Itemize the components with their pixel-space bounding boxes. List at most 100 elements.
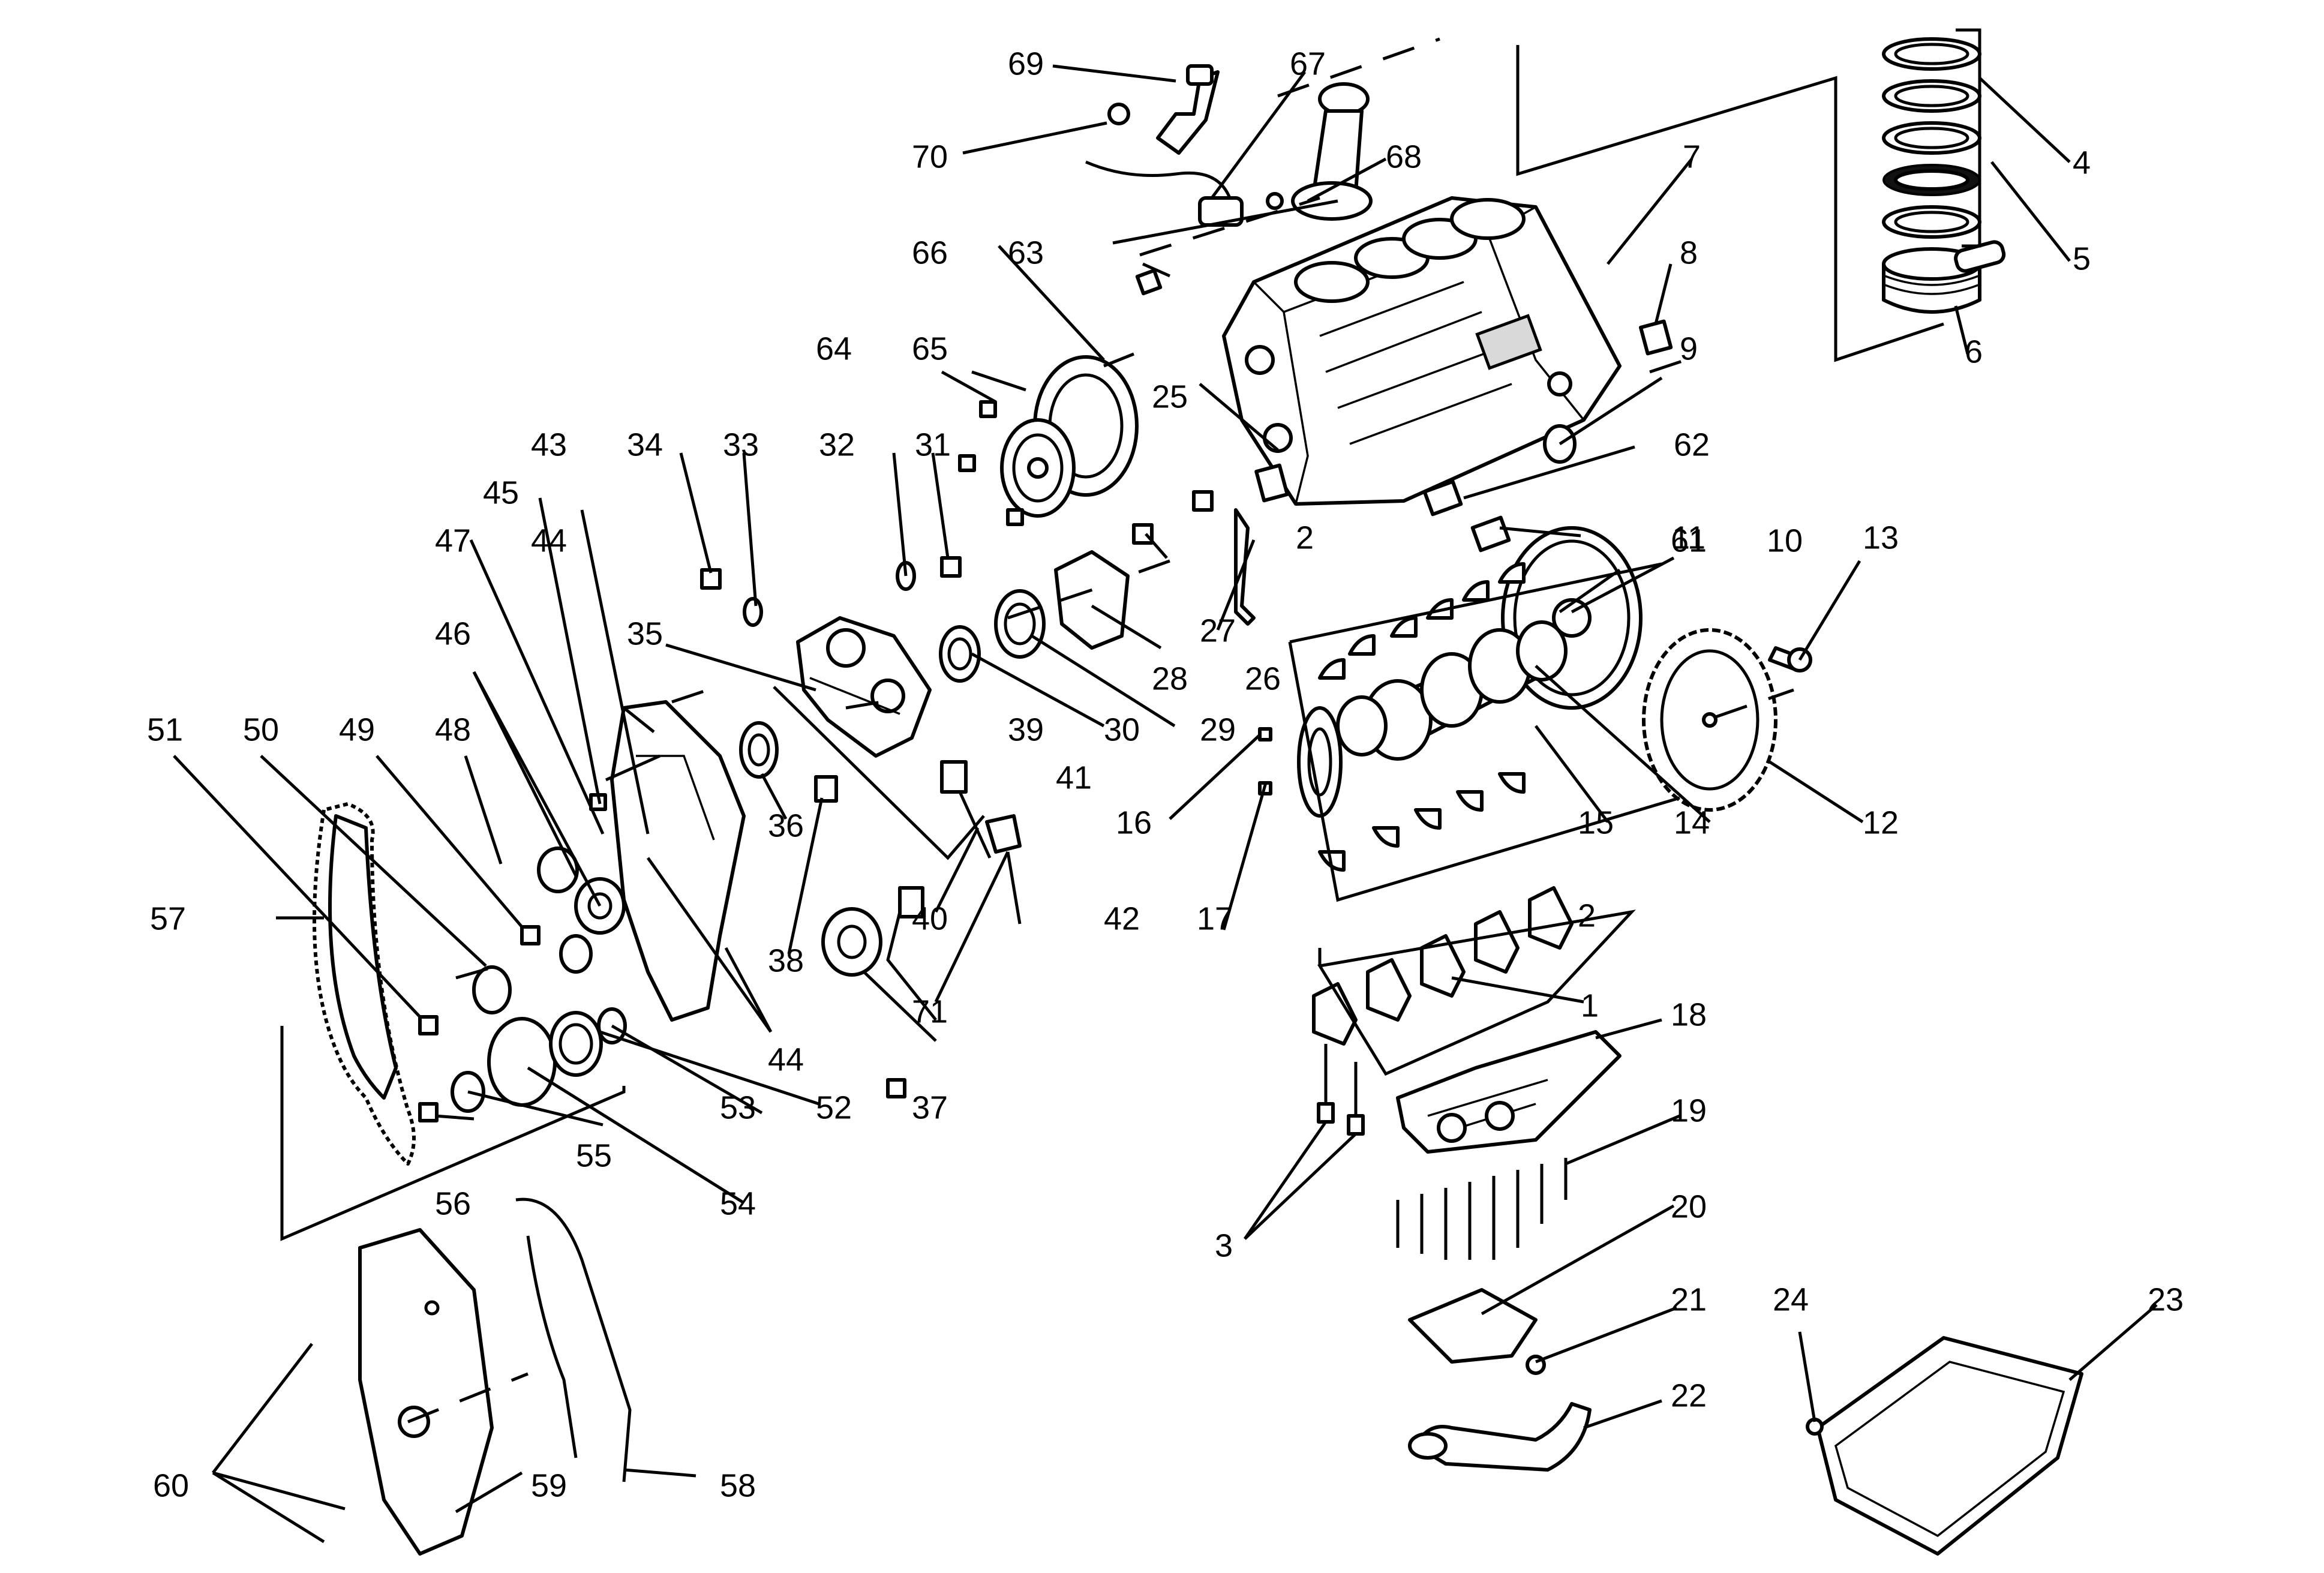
callout-58: 58 (720, 1467, 756, 1503)
assembly-brackets (280, 28, 1981, 1424)
callout-1: 1 (1581, 987, 1599, 1023)
callout-5: 5 (2073, 241, 2091, 277)
callout-2a: 2 (1296, 520, 1314, 556)
oil-pickup-tube (1408, 1402, 1592, 1472)
callout-26: 26 (1245, 661, 1281, 697)
callout-22: 22 (1671, 1377, 1707, 1413)
callout-10: 10 (1767, 523, 1803, 559)
callout-54: 54 (720, 1185, 756, 1221)
callout-8: 8 (1680, 235, 1698, 271)
callout-69: 69 (1008, 46, 1044, 82)
rear-timing-cover (610, 700, 746, 1022)
reluctor-ring (1642, 628, 1812, 812)
callout-34: 34 (627, 427, 663, 463)
callout-48: 48 (435, 712, 471, 748)
oil-pump-balance-housing (1396, 1030, 1622, 1154)
callout-27: 27 (1200, 613, 1236, 649)
front-seal (739, 721, 779, 779)
callout-61: 61 (1671, 523, 1707, 559)
callout-40: 40 (912, 900, 948, 936)
callout-9: 9 (1680, 331, 1698, 367)
callout-52: 52 (816, 1089, 852, 1125)
main-bearings-lower (1318, 772, 1526, 872)
callout-29: 29 (1200, 712, 1236, 748)
oil-baffle (1408, 1288, 1546, 1375)
crank-sensor-harness (1085, 64, 1284, 227)
callout-60: 60 (153, 1467, 189, 1503)
callout-14: 14 (1674, 804, 1710, 840)
callout-56: 56 (435, 1185, 471, 1221)
callout-13: 13 (1863, 520, 1899, 556)
callout-66: 66 (912, 235, 948, 271)
callout-37: 37 (912, 1089, 948, 1125)
callout-16: 16 (1116, 804, 1152, 840)
callout-11: 11 (1672, 520, 1706, 556)
callout-20: 20 (1671, 1188, 1707, 1224)
callout-45: 45 (483, 475, 519, 511)
callout-7: 7 (1683, 139, 1701, 175)
callout-4: 4 (2073, 145, 2091, 181)
crankshaft (1336, 620, 1568, 761)
oil-pump-gear (994, 589, 1046, 659)
callout-2b: 2 (1578, 897, 1596, 933)
callout-68: 68 (1386, 139, 1422, 175)
thrust-washer (1297, 706, 1343, 818)
connecting-rod (1291, 82, 1373, 221)
piston-rings (1882, 37, 1981, 239)
crank-gear (939, 625, 981, 683)
callout-35: 35 (627, 616, 663, 652)
callout-59: 59 (531, 1467, 567, 1503)
callout-25: 25 (1152, 379, 1188, 415)
callout-44b: 44 (768, 1041, 804, 1077)
callout-24: 24 (1773, 1281, 1809, 1317)
leader-lines (173, 64, 2158, 1544)
callout-50: 50 (243, 712, 279, 748)
callout-19: 19 (1671, 1092, 1707, 1128)
crank-seal-housing (1054, 550, 1130, 650)
callout-55: 55 (576, 1137, 612, 1173)
callout-53: 53 (720, 1089, 756, 1125)
callout-63: 63 (1008, 235, 1044, 271)
callout-18: 18 (1671, 996, 1707, 1032)
callout-64: 64 (816, 331, 852, 367)
callout-31: 31 (915, 427, 951, 463)
callout-38: 38 (768, 942, 804, 978)
engine-block (1222, 196, 1622, 506)
callout-39: 39 (1008, 712, 1044, 748)
main-bearings-upper (1318, 562, 1526, 680)
callout-17: 17 (1197, 900, 1233, 936)
callout-23: 23 (2148, 1281, 2184, 1317)
timing-belt (313, 802, 416, 1166)
timing-cover-gasket (515, 1197, 632, 1482)
callout-33: 33 (723, 427, 759, 463)
callout-30: 30 (1104, 712, 1140, 748)
callout-15: 15 (1578, 804, 1614, 840)
main-bearing-caps (1312, 886, 1574, 1136)
callout-21: 21 (1671, 1281, 1707, 1317)
callout-36: 36 (768, 807, 804, 843)
callout-70: 70 (912, 139, 948, 175)
callout-67: 67 (1290, 46, 1326, 82)
callout-42: 42 (1104, 900, 1140, 936)
callout-32: 32 (819, 427, 855, 463)
tensioner-46 (537, 846, 626, 935)
callout-47: 47 (435, 523, 471, 559)
callout-6: 6 (1965, 334, 1983, 370)
callout-62: 62 (1674, 427, 1710, 463)
callout-71: 71 (912, 993, 948, 1029)
front-cover-assembly (796, 616, 932, 758)
callout-65: 65 (912, 331, 948, 367)
camshaft-sprocket (1000, 355, 1139, 518)
callout-46: 46 (435, 616, 471, 652)
callout-44a: 44 (531, 523, 567, 559)
idler-pulley-37 (821, 907, 882, 977)
callout-43: 43 (531, 427, 567, 463)
callout-41: 41 (1056, 760, 1092, 795)
callout-labels: 1 2 2 3 4 5 6 7 8 9 10 11 12 13 14 15 16… (147, 46, 2184, 1503)
callout-49: 49 (339, 712, 375, 748)
callout-3: 3 (1215, 1227, 1233, 1263)
callout-57: 57 (150, 900, 186, 936)
upper-timing-cover (358, 1228, 494, 1556)
callout-51: 51 (147, 712, 183, 748)
